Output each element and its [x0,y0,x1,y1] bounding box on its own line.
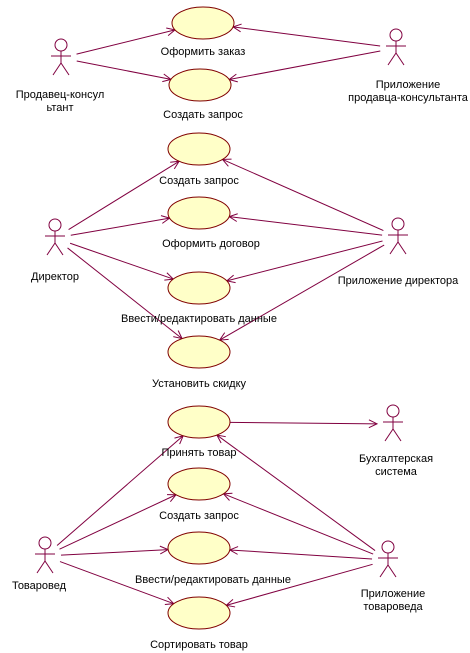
association-line [68,160,180,231]
association-seller-uc_request1 [76,60,173,83]
association-merch-uc_edit2 [60,545,170,556]
use-case-label: Установить скидку [152,378,247,390]
actor-label: система [375,466,418,478]
use-case-request2[interactable]: Создать запрос [159,132,239,187]
use-case-label: Ввести/редактировать данные [135,574,291,586]
association-seller_app-uc_order [231,23,381,47]
association-line [229,216,383,236]
stick-figure-icon [35,536,55,574]
actor-label: товароведа [363,601,423,613]
actor-label: Приложение директора [338,275,459,287]
association-line [229,421,378,425]
association-line [229,50,381,80]
association-line [69,242,174,280]
association-line [60,549,169,556]
stick-figure-icon [51,38,71,76]
use-case-accept[interactable]: Принять товар [161,405,237,459]
association-line [226,240,383,282]
stick-figure-icon [378,540,398,578]
use-case-request1[interactable]: Создать запрос [163,68,243,121]
association-line [222,158,384,231]
use-case-edit1[interactable]: Ввести/редактировать данные [121,271,277,325]
use-case-sort[interactable]: Сортировать товар [150,596,248,651]
association-line [223,493,374,555]
actors: Продавец-консультантПриложениепродавца-к… [12,28,469,613]
actor-label: Бухгалтерская [359,453,433,465]
use-case-label: Создать запрос [159,510,239,522]
association-merch_app-uc_accept [215,434,376,551]
use-case-label: Оформить договор [162,238,260,250]
use-case-label: Оформить заказ [161,46,246,58]
use-case-ellipse[interactable] [167,596,231,630]
use-case-label: Сортировать товар [150,639,248,651]
actor-label: продавца-консультанта [348,92,469,104]
associations [56,23,385,608]
association-merch_app-uc_edit2 [228,546,373,560]
use-case-ellipse[interactable] [167,271,231,305]
use-case-discount[interactable]: Установить скидку [152,335,247,390]
actor-label: Товаровед [12,580,67,592]
association-line [76,60,172,80]
association-line [216,434,376,551]
association-uc_accept-accounting [229,419,379,429]
use-case-ellipse[interactable] [167,531,231,565]
actor-merch[interactable]: Товаровед [12,536,67,592]
actor-label: Директор [31,271,79,283]
stick-figure-icon [45,218,65,256]
use-case-request3[interactable]: Создать запрос [159,467,239,522]
use-case-ellipse[interactable] [171,6,235,40]
association-director_app-uc_contract [228,213,383,236]
actor-label: Приложение [361,588,426,600]
actor-label: Приложение [376,79,441,91]
association-line [76,29,176,55]
association-line [219,244,385,341]
actor-label: ьтант [46,102,73,114]
actor-director[interactable]: Директор [31,218,79,283]
stick-figure-icon [386,28,406,66]
use-case-ellipse[interactable] [167,467,231,501]
use-case-label: Принять товар [161,447,236,459]
use-case-contract[interactable]: Оформить договор [162,196,260,250]
association-line [67,247,183,339]
association-line [229,549,373,560]
arrow-head-icon [218,332,229,341]
use-case-order[interactable]: Оформить заказ [161,6,246,58]
association-line [70,217,170,236]
association-merch_app-uc_request3 [222,492,374,555]
association-line [59,561,174,605]
use-case-edit2[interactable]: Ввести/редактировать данные [135,531,291,586]
stick-figure-icon [383,404,403,442]
actor-seller[interactable]: Продавец-консультант [16,38,105,114]
association-line [226,563,373,606]
use-case-label: Создать запрос [159,175,239,187]
association-seller_app-uc_request1 [227,50,381,83]
stick-figure-icon [388,217,408,255]
use-case-label: Создать запрос [163,109,243,121]
use-case-ellipse[interactable] [167,196,231,230]
actor-label: Продавец-консул [16,89,105,101]
use-case-label: Ввести/редактировать данные [121,313,277,325]
use-case-ellipse[interactable] [167,405,231,439]
association-director_app-uc_discount [218,244,385,341]
use-case-ellipse[interactable] [168,68,232,102]
arrow-head-icon [368,419,379,429]
use-case-ellipse[interactable] [167,335,231,369]
use-case-ellipse[interactable] [167,132,231,166]
association-director_app-uc_request2 [221,158,384,231]
actor-director-app[interactable]: Приложение директора [338,217,459,287]
association-line [233,26,381,47]
association-line [59,494,177,550]
association-line [56,435,184,546]
